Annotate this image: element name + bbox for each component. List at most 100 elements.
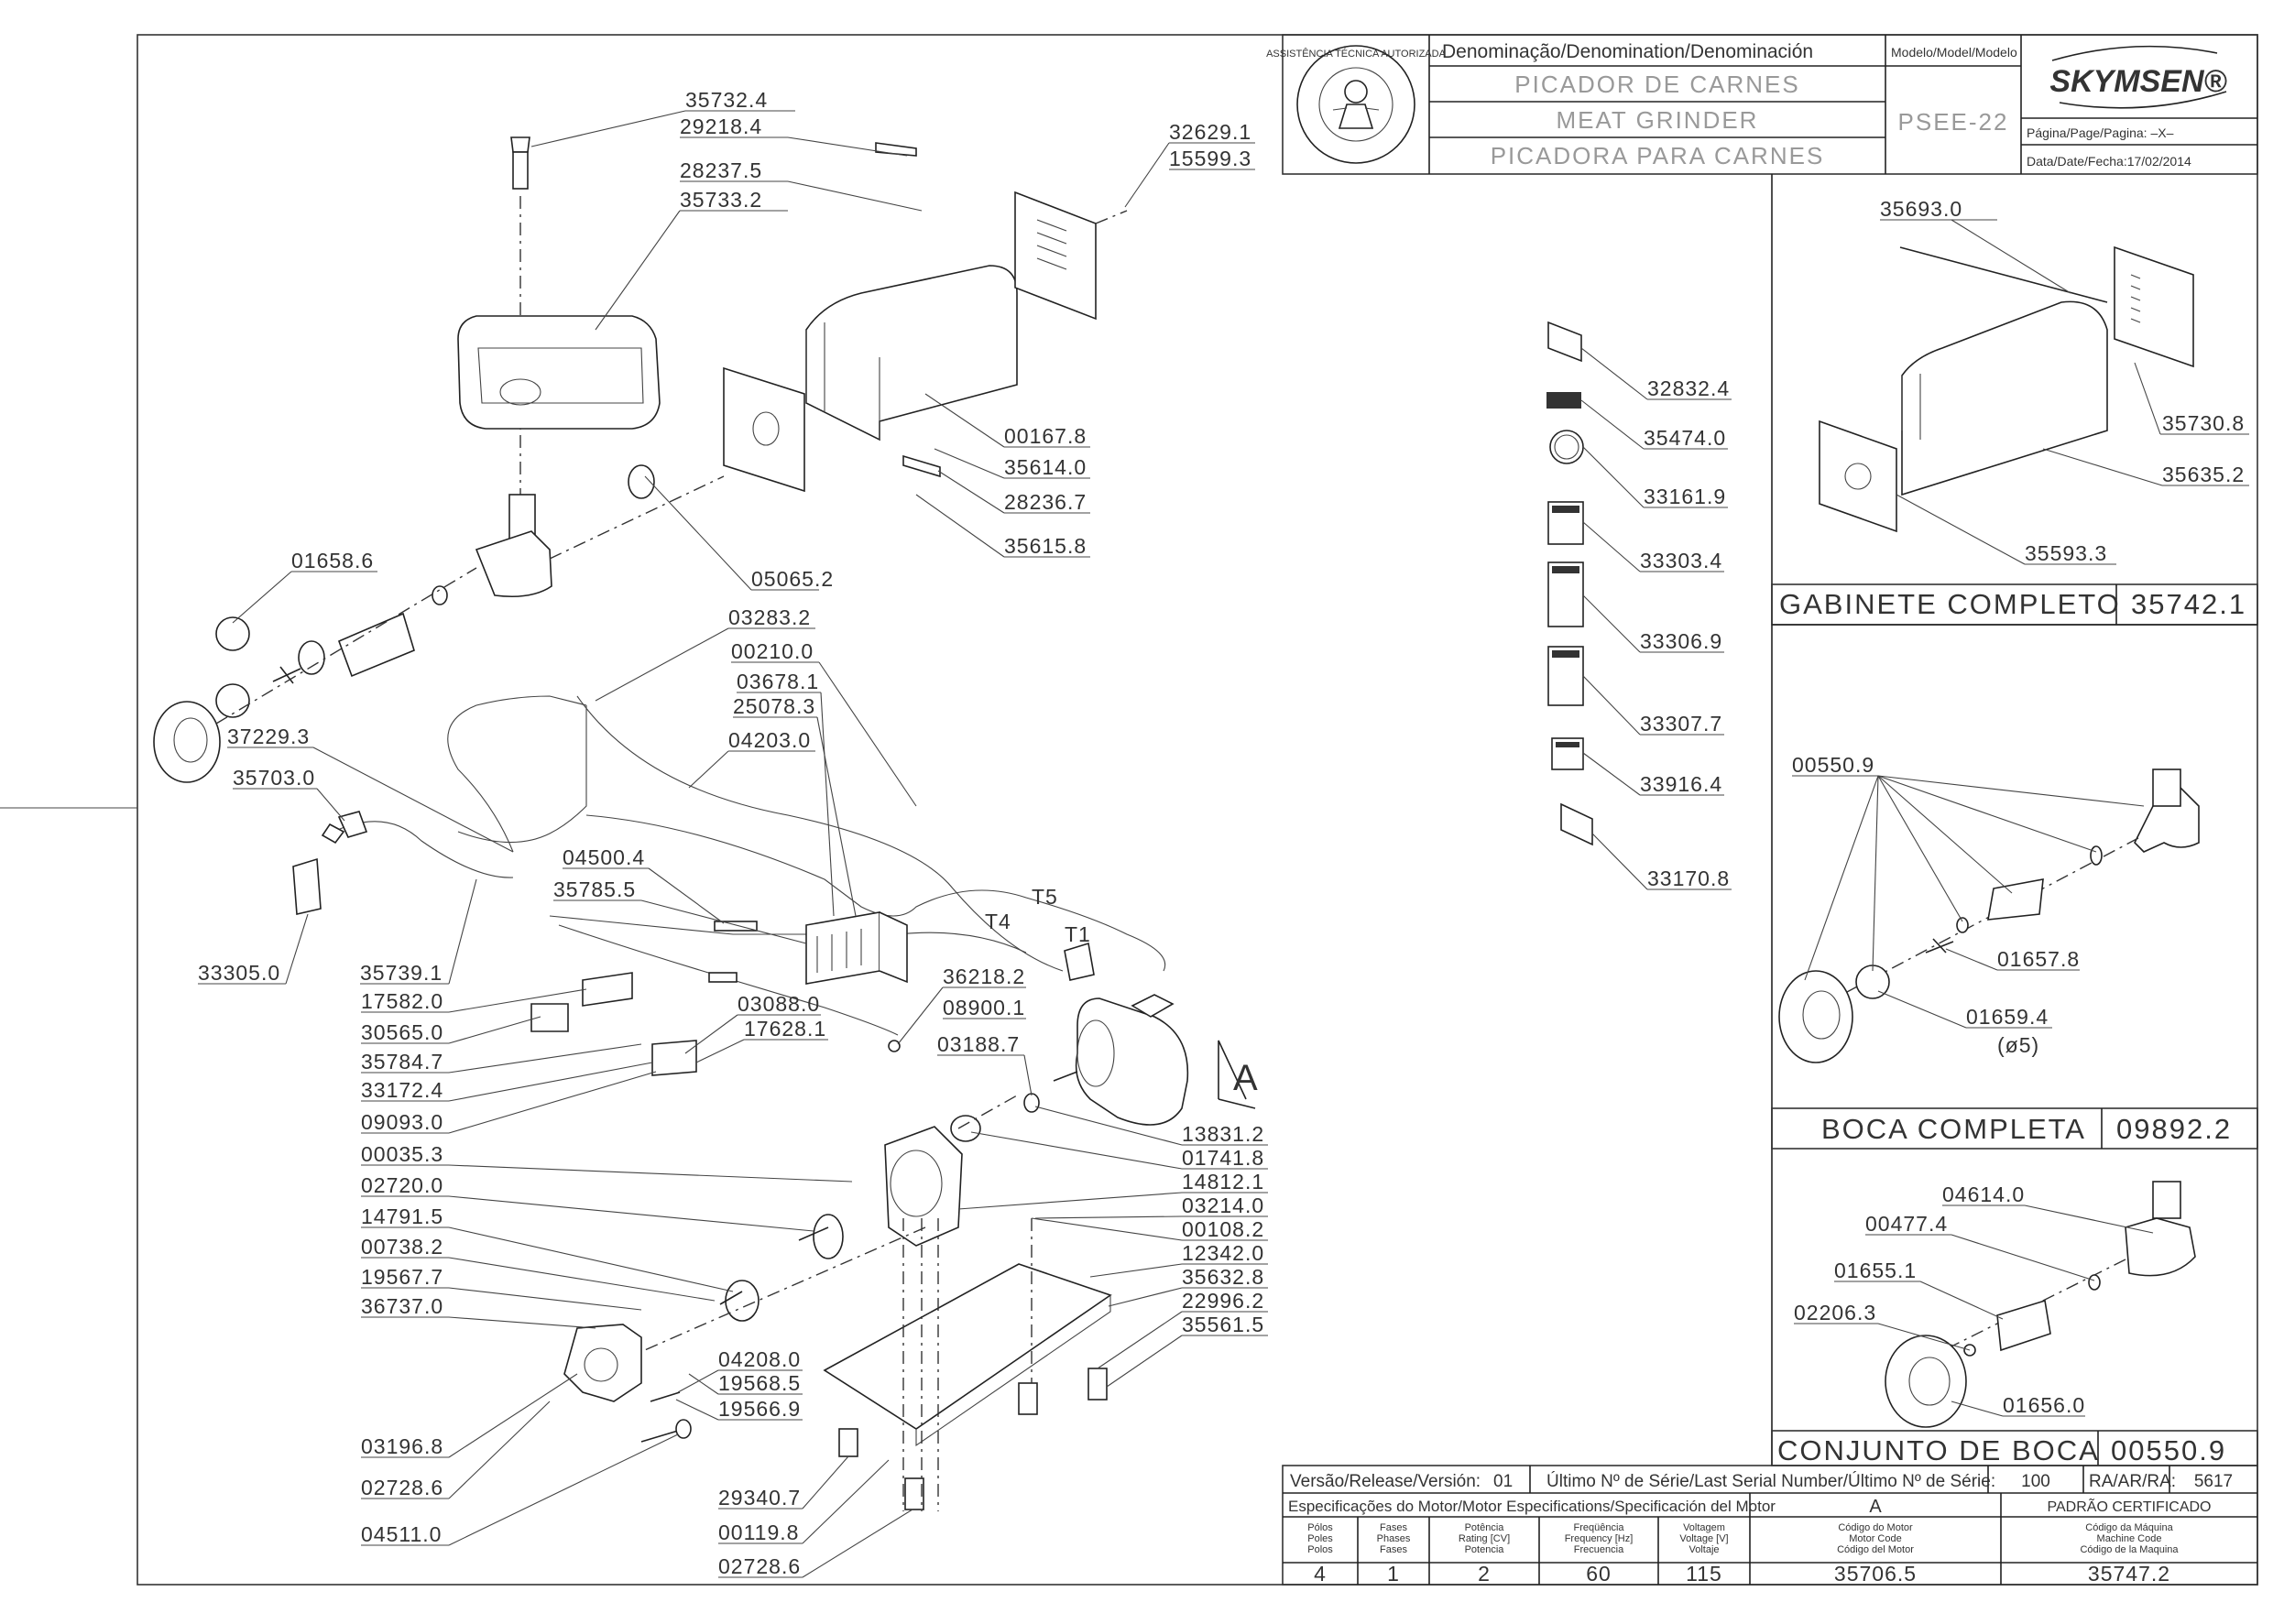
part-number-label: 00738.2 [361, 1235, 443, 1259]
section-part-number: 35635.2 [2162, 463, 2245, 486]
version-label: Versão/Release/Versión: [1290, 1472, 1481, 1491]
model-label: Modelo/Model/Modelo [1891, 45, 2017, 60]
part-number-label: 25078.3 [733, 694, 815, 718]
part-number-label: 36737.0 [361, 1294, 443, 1318]
part-number-label: 35561.5 [1182, 1313, 1264, 1336]
sticker-part-number: 33170.8 [1647, 866, 1730, 890]
motor-spec-header: Poles [1307, 1533, 1333, 1544]
cabinet-assembly-drawing [1819, 245, 2194, 533]
part-number-label: 37229.3 [227, 725, 310, 748]
cabinet-leaders [1880, 219, 2249, 565]
part-number-label: 02728.6 [718, 1554, 801, 1578]
motor-spec-value: 60 [1586, 1562, 1612, 1586]
part-number-label: 29218.4 [680, 114, 762, 138]
motor-spec-header: Código do Motor [1838, 1522, 1913, 1533]
motor-spec-value: 2 [1478, 1562, 1491, 1586]
title-spanish: PICADORA PARA CARNES [1491, 142, 1825, 169]
part-number-label: 14812.1 [1182, 1170, 1264, 1193]
motor-view-letter: A [1233, 1058, 1258, 1098]
motor-spec-header: Machine Code [2097, 1533, 2162, 1544]
motor-spec-table: Versão/Release/Versión: 01 Último Nº de … [1282, 1465, 2258, 1586]
part-number-label: 29340.7 [718, 1486, 801, 1510]
motor-spec-header: Potencia [1465, 1544, 1505, 1555]
motor-spec-value: 35706.5 [1834, 1562, 1917, 1586]
motor-spec-header: Potência [1465, 1522, 1505, 1533]
sticker-part-number: 33161.9 [1644, 485, 1726, 508]
part-number-label: 35703.0 [233, 766, 315, 790]
section-cabinet-title: GABINETE COMPLETO [1779, 588, 2121, 620]
main-part-numbers: 35732.429218.428237.535733.232629.115599… [198, 88, 1264, 1578]
part-number-label: 35739.1 [360, 961, 443, 985]
section-part-number: 01657.8 [1997, 947, 2080, 971]
part-number-label: 04208.0 [718, 1347, 801, 1371]
sticker-part-number: 35474.0 [1644, 426, 1726, 450]
mouth-set-drawing [1885, 1181, 2196, 1428]
part-number-label: 04500.4 [563, 845, 645, 869]
motor-spec-header: Polos [1307, 1544, 1333, 1555]
motor-spec-header: Voltaje [1688, 1544, 1719, 1555]
part-number-label: 28237.5 [680, 158, 762, 182]
part-number-label: 33305.0 [198, 961, 280, 985]
serial-value: 100 [2021, 1472, 2050, 1491]
sticker-leaders [1580, 347, 1732, 890]
section-part-number: (ø5) [1997, 1033, 2039, 1057]
part-number-label: 12342.0 [1182, 1241, 1264, 1265]
drawing-border [137, 34, 2258, 1586]
motor-spec-label: Especificações do Motor/Motor Especifica… [1288, 1498, 1776, 1515]
date-label: Data/Date/Fecha:17/02/2014 [2027, 154, 2191, 169]
sticker-part-number: 33306.9 [1640, 629, 1722, 653]
motor-a-label: A [1869, 1497, 1882, 1517]
part-number-label: 01741.8 [1182, 1146, 1264, 1170]
version-value: 01 [1493, 1472, 1513, 1491]
denomination-label: Denominação/Denomination/Denominación [1442, 41, 1813, 62]
part-number-label: 05065.2 [751, 567, 834, 591]
part-number-label: 19567.7 [361, 1265, 443, 1289]
wire-terminal-label: T1 [1065, 922, 1091, 946]
certified-label: PADRÃO CERTIFICADO [2048, 1497, 2212, 1515]
motor-spec-header: Voltage [V] [1679, 1533, 1728, 1544]
section-mouth-set-title: CONJUNTO DE BOCA [1777, 1434, 2100, 1466]
section-part-number: 35693.0 [1880, 197, 1962, 221]
motor-spec-header: Voltagem [1683, 1522, 1725, 1533]
title-portuguese: PICADOR DE CARNES [1514, 71, 1799, 98]
section-part-number: 00477.4 [1865, 1212, 1948, 1236]
main-leaders [198, 110, 1268, 1578]
part-number-label: 35615.8 [1004, 534, 1087, 558]
part-number-label: 02728.6 [361, 1476, 443, 1499]
part-number-label: 35614.0 [1004, 455, 1087, 479]
motor-spec-value: 4 [1314, 1562, 1327, 1586]
part-number-label: 04203.0 [728, 728, 811, 752]
section-part-number: 04614.0 [1942, 1183, 2025, 1206]
motor-spec-header: Código de la Maquina [2080, 1544, 2179, 1555]
seal-text: ASSISTÊNCIA TÉCNICA AUTORIZADA [1266, 48, 1446, 60]
part-number-label: 01658.6 [291, 549, 374, 572]
part-number-label: 32629.1 [1169, 120, 1251, 144]
section-mouth-code: 09892.2 [2116, 1113, 2232, 1145]
section-part-number: 01656.0 [2003, 1393, 2085, 1417]
part-number-label: 17582.0 [361, 989, 443, 1013]
sticker-part-number: 33916.4 [1640, 772, 1722, 796]
part-number-label: 19568.5 [718, 1371, 801, 1395]
part-number-label: 03188.7 [937, 1032, 1020, 1056]
part-number-label: 35732.4 [685, 88, 768, 112]
motor-spec-columns: PólosPolesPolos4FasesPhasesFases1Potênci… [1307, 1522, 2179, 1586]
main-exploded-view [153, 136, 1256, 1511]
part-number-label: 36218.2 [943, 965, 1025, 988]
motor-spec-header: Phases [1377, 1533, 1411, 1544]
part-number-label: 28236.7 [1004, 490, 1087, 514]
part-number-label: 35784.7 [361, 1050, 443, 1074]
section-part-number: 02206.3 [1794, 1301, 1876, 1324]
section-part-number: 01655.1 [1834, 1259, 1917, 1282]
motor-spec-header: Pólos [1307, 1522, 1333, 1533]
wire-terminal-label: T4 [985, 910, 1011, 933]
ra-value: 5617 [2194, 1472, 2233, 1491]
section-part-number: 35730.8 [2162, 411, 2245, 435]
motor-spec-header: Código da Máquina [2085, 1522, 2173, 1533]
part-number-label: 17628.1 [744, 1017, 826, 1041]
sticker-part-number: 33303.4 [1640, 549, 1722, 572]
mouth-leaders [1792, 775, 2145, 1029]
motor-spec-header: Fases [1380, 1522, 1407, 1533]
part-number-label: 00108.2 [1182, 1217, 1264, 1241]
part-number-label: 35632.8 [1182, 1265, 1264, 1289]
